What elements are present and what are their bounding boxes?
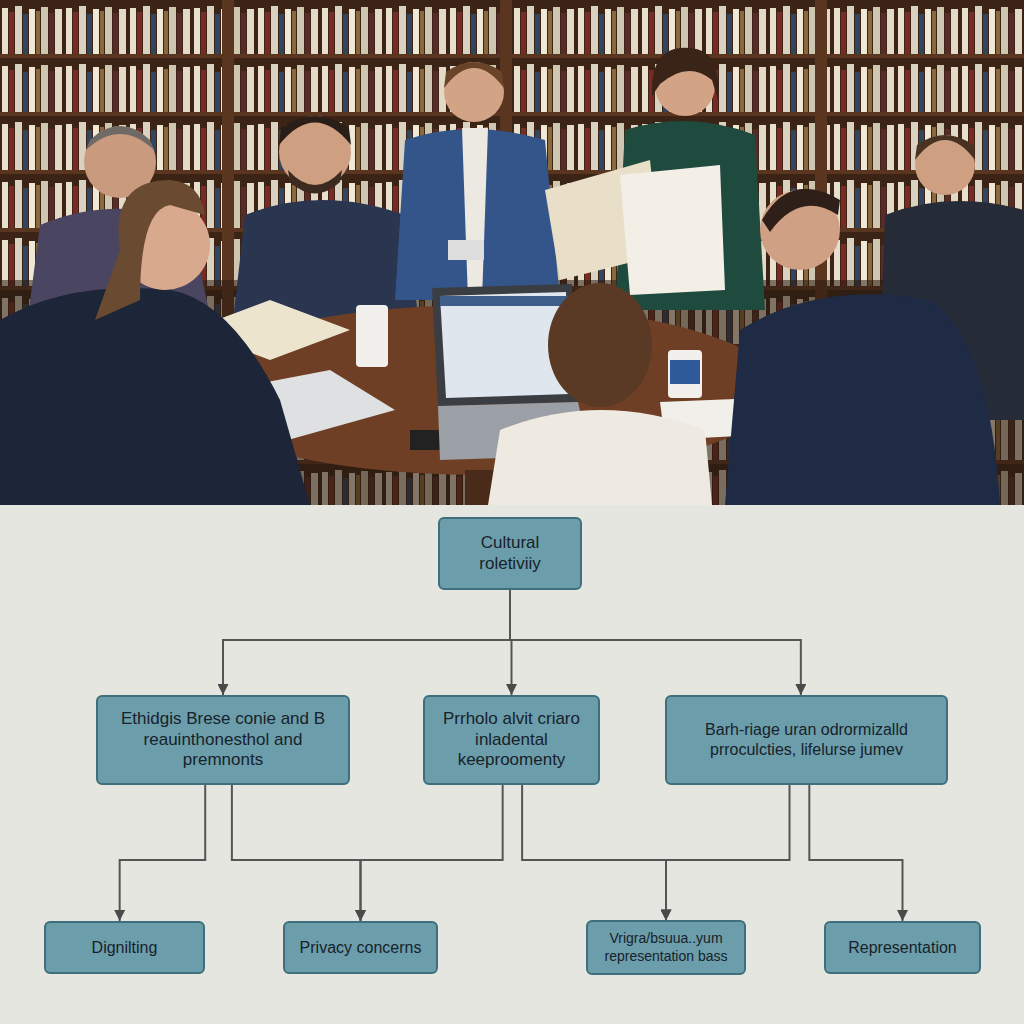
bookshelf-books — [0, 0, 1024, 505]
bookshelf — [0, 0, 1024, 505]
process-box: Representation — [824, 921, 981, 974]
head-hair — [548, 283, 652, 407]
head — [915, 135, 975, 195]
diagram-ground — [0, 505, 1024, 1024]
hair — [652, 48, 719, 100]
process-box: Prrholo alvit criaro inladental keeproom… — [423, 695, 600, 785]
process-box: Vrigra/bsuua..yum representation bass — [586, 920, 746, 974]
mug-print — [670, 360, 700, 384]
connector-arrow — [361, 785, 503, 921]
coat — [615, 121, 765, 310]
process-box: Privacy concerns — [283, 921, 438, 974]
shadow — [0, 280, 1024, 505]
connector-arrow — [510, 590, 801, 695]
beard — [288, 170, 342, 194]
process-box: Dignilting — [44, 921, 205, 974]
suit — [725, 294, 1000, 505]
screen-bar — [440, 296, 568, 306]
node-label: Vrigra/bsuua..yum representation bass — [598, 930, 734, 964]
person-child — [488, 283, 712, 505]
node-label: Privacy concerns — [300, 938, 422, 958]
connector-arrow — [232, 785, 361, 921]
hair — [444, 62, 504, 88]
head — [444, 62, 504, 122]
person-left-foreground — [0, 180, 310, 505]
hair — [915, 135, 975, 160]
person-right-foreground — [725, 189, 1000, 505]
node-label: Ethidgis Brese conie and B reauinthonest… — [108, 709, 338, 771]
suit — [395, 129, 560, 300]
papers — [620, 165, 725, 295]
hair — [95, 180, 205, 320]
mug — [668, 350, 702, 398]
hair — [279, 116, 351, 145]
shirt — [462, 128, 488, 300]
process-box: Barh-riage uran odrormizalld prroculctie… — [665, 695, 948, 785]
connector-arrow — [223, 590, 510, 695]
connector-arrow — [522, 785, 666, 920]
process-box: Ethidgis Brese conie and B reauinthonest… — [96, 695, 350, 785]
process-box: Cultural roletiviiy — [438, 517, 582, 590]
node-label: Dignilting — [92, 938, 158, 958]
person-standing — [395, 62, 560, 300]
hair — [762, 189, 840, 232]
phone — [448, 240, 484, 260]
connector-arrow — [120, 785, 206, 921]
connector-arrow — [809, 785, 902, 921]
person-bearded — [232, 116, 420, 330]
connector-arrow — [666, 785, 790, 920]
hair — [86, 126, 154, 150]
body — [0, 288, 310, 505]
node-label: Prrholo alvit criaro inladental keeproom… — [435, 709, 588, 771]
person-woman-green — [545, 48, 765, 310]
node-label: Barh-riage uran odrormizalld prroculctie… — [677, 720, 936, 759]
shirt — [488, 410, 712, 505]
node-label: Cultural roletiviiy — [450, 533, 570, 574]
node-label: Representation — [848, 938, 957, 958]
mug — [356, 305, 388, 367]
